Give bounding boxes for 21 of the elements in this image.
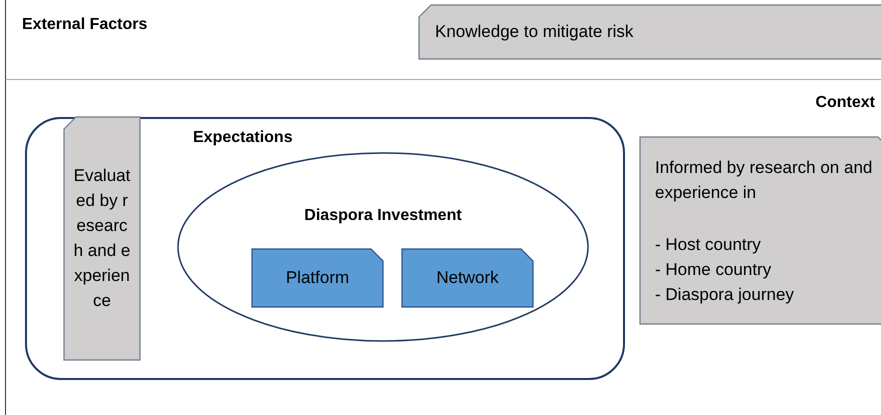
ellipse-shape	[177, 152, 589, 342]
body-text: Network	[435, 267, 500, 289]
heading-text: Context	[815, 93, 875, 113]
note-box	[640, 137, 881, 324]
process-box	[252, 249, 383, 307]
body-text: - Host country	[655, 234, 761, 256]
body-text: - Home country	[655, 259, 772, 281]
section-band	[5, 0, 881, 80]
body-text: Informed by research on and experience in	[655, 157, 874, 204]
note-box	[64, 117, 140, 360]
heading-text: Expectations	[193, 128, 293, 148]
body-text: - Diaspora journey	[655, 284, 794, 306]
body-text: Knowledge to mitigate risk	[435, 21, 634, 43]
heading-text: Diaspora Investment	[303, 206, 463, 226]
rounded-box	[25, 117, 625, 380]
section-band	[5, 80, 881, 415]
heading-text: External Factors	[22, 15, 148, 35]
process-box	[402, 249, 533, 307]
body-text: Platform	[284, 267, 350, 289]
body-text: Evaluated by research and experience	[72, 165, 132, 312]
note-box	[419, 5, 881, 59]
